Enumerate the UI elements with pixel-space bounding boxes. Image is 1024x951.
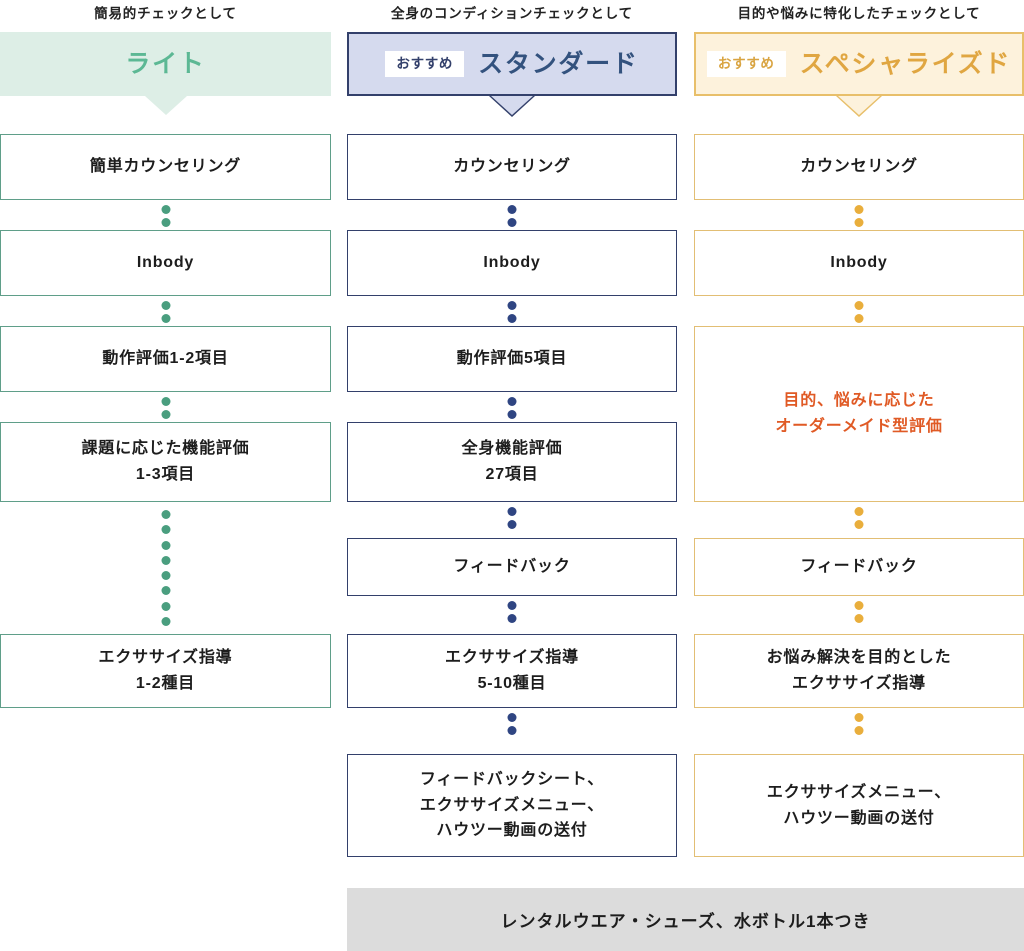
step-box[interactable]: フィードバック <box>347 538 677 596</box>
connector-dots <box>507 298 517 326</box>
recommend-badge-special: おすすめ <box>706 51 786 77</box>
header-notch-icon <box>144 96 187 115</box>
recommend-badge-standard: おすすめ <box>385 51 465 77</box>
step-box-highlight[interactable]: 目的、悩みに応じたオーダーメイド型評価 <box>694 326 1024 502</box>
step-box[interactable]: 簡単カウンセリング <box>0 134 331 200</box>
connector-dots-long <box>161 504 170 632</box>
step-box[interactable]: お悩み解決を目的としたエクササイズ指導 <box>694 634 1024 708</box>
plan-header-light[interactable]: ライト <box>0 32 331 115</box>
connector-dots <box>507 504 517 532</box>
header-notch-icon <box>838 96 880 115</box>
connector-dots <box>161 394 170 422</box>
connector-dots <box>507 598 517 626</box>
connector-dots <box>854 202 864 230</box>
connector-dots <box>507 394 517 422</box>
plan-header-special[interactable]: おすすめ スペシャライズド <box>694 32 1024 117</box>
connector-dots <box>507 202 517 230</box>
step-box[interactable]: Inbody <box>694 230 1024 296</box>
plan-title-special: スペシャライズド <box>799 49 1012 78</box>
step-box[interactable]: 動作評価5項目 <box>347 326 677 392</box>
header-notch-icon <box>491 96 533 115</box>
footer-note: レンタルウエア・シューズ、水ボトル1本つき <box>347 888 1024 951</box>
connector-dots <box>854 298 864 326</box>
step-box[interactable]: エクササイズメニュー、ハウツー動画の送付 <box>694 754 1024 857</box>
column-caption-light: 簡易的チェックとして <box>94 6 237 21</box>
plan-title-light: ライト <box>125 49 206 78</box>
connector-dots <box>161 298 170 326</box>
connector-dots <box>161 202 170 230</box>
step-box[interactable]: カウンセリング <box>347 134 677 200</box>
connector-dots <box>854 598 864 626</box>
step-box[interactable]: フィードバック <box>694 538 1024 596</box>
column-caption-special: 目的や悩みに特化したチェックとして <box>737 6 981 21</box>
plan-title-standard: スタンダード <box>478 49 639 78</box>
step-box[interactable]: Inbody <box>347 230 677 296</box>
connector-dots <box>854 504 864 532</box>
connector-dots <box>507 710 517 738</box>
step-box[interactable]: フィードバックシート、エクササイズメニュー、ハウツー動画の送付 <box>347 754 677 857</box>
column-caption-standard: 全身のコンディションチェックとして <box>391 6 633 21</box>
step-box[interactable]: 動作評価1-2項目 <box>0 326 331 392</box>
connector-dots <box>854 710 864 738</box>
step-box[interactable]: カウンセリング <box>694 134 1024 200</box>
step-box[interactable]: Inbody <box>0 230 331 296</box>
plan-header-standard[interactable]: おすすめ スタンダード <box>347 32 677 117</box>
